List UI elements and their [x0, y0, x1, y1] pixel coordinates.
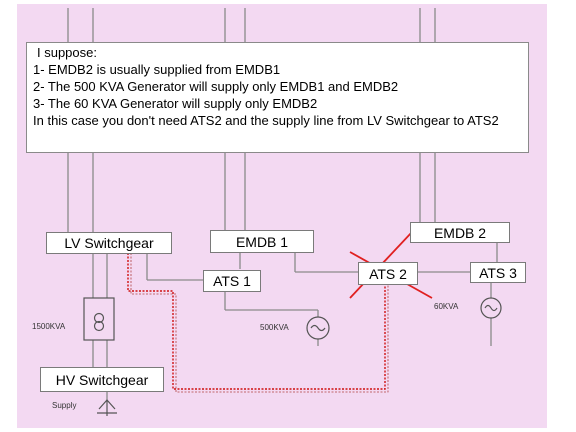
transformer-icon [83, 297, 115, 341]
ats2-box: ATS 2 [358, 262, 418, 285]
generator-icon [306, 316, 330, 340]
ats1-box: ATS 1 [203, 270, 261, 292]
generator-icon [480, 297, 502, 319]
note-line: 1- EMDB2 is usually supplied from EMDB1 [33, 62, 281, 77]
note-line: 3- The 60 KVA Generator will supply only… [33, 96, 318, 111]
supply-label: Supply [52, 401, 77, 410]
supply-arrow-icon [97, 399, 117, 416]
hv-switchgear-box: HV Switchgear [40, 367, 164, 392]
ats3-box: ATS 3 [470, 262, 526, 283]
lv-to-ats2-highlight-path [127, 253, 389, 393]
generator-60-label: 60KVA [434, 302, 459, 311]
emdb1-box: EMDB 1 [210, 230, 314, 253]
assumption-note: I suppose: 1- EMDB2 is usually supplied … [26, 42, 529, 153]
emdb2-box: EMDB 2 [410, 222, 510, 243]
note-line: I suppose: [37, 45, 97, 60]
lv-switchgear-box: LV Switchgear [46, 232, 172, 254]
transformer-rating-label: 1500KVA [32, 322, 66, 331]
note-line: 2- The 500 KVA Generator will supply onl… [33, 79, 399, 94]
note-line: In this case you don't need ATS2 and the… [33, 113, 499, 128]
generator-500-label: 500KVA [260, 323, 289, 332]
